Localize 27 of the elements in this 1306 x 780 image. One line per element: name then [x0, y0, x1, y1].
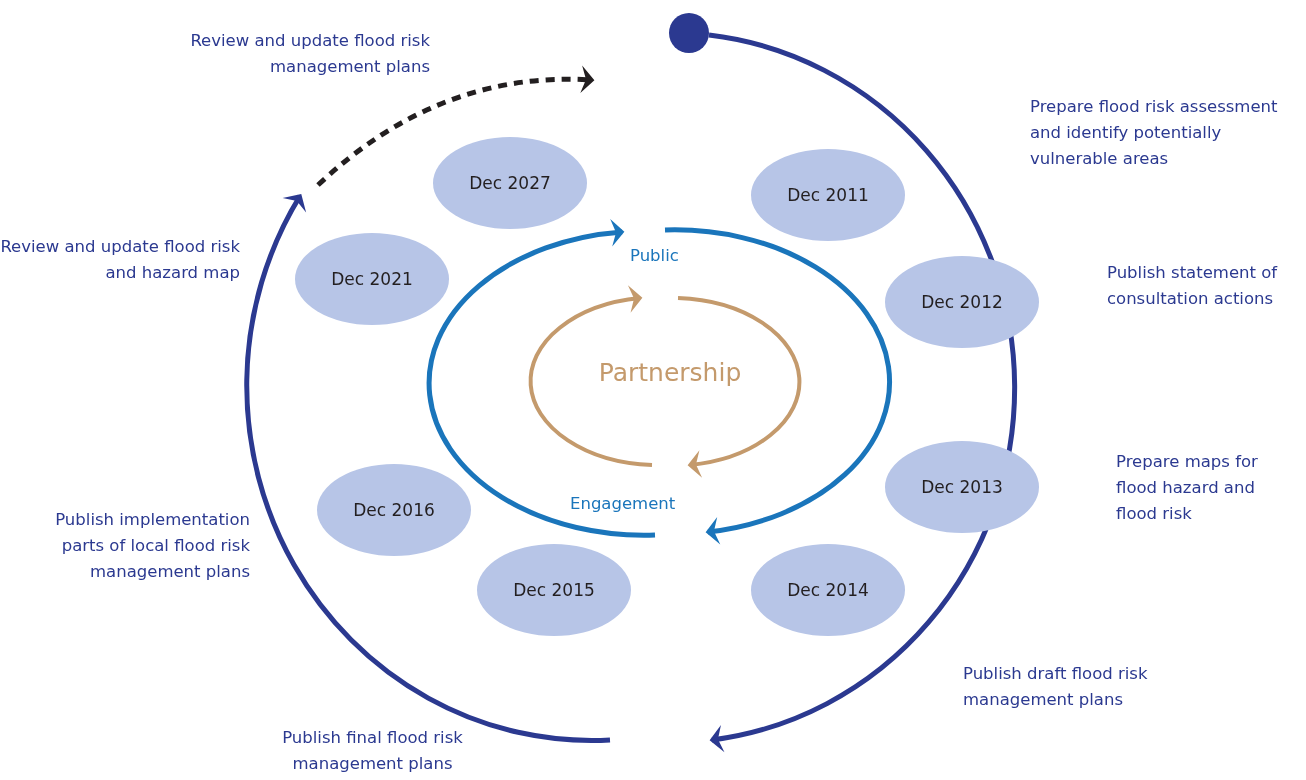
date-ellipse	[884, 255, 1040, 349]
date-ellipse	[432, 136, 588, 230]
date-ellipse	[750, 148, 906, 242]
date-ellipse	[294, 232, 450, 326]
date-text: Dec 2013	[921, 477, 1003, 497]
step-label: Review and update flood risk management plans	[189, 30, 430, 78]
date-text: Dec 2016	[353, 500, 435, 520]
step-label: Publish final flood risk management plans	[281, 727, 464, 775]
center-label: Partnership	[597, 360, 743, 386]
date-text: Dec 2027	[469, 173, 551, 193]
step-label: Prepare flood risk assessment and identify potentially vulnerable areas	[1030, 96, 1279, 170]
step-label: Publish statement of consultation actions	[1107, 262, 1279, 310]
step-label: Publish implementation parts of local flood risk management plans	[54, 509, 250, 583]
date-text: Dec 2021	[331, 269, 413, 289]
step-label: Prepare maps for flood hazard and flood risk	[1116, 451, 1259, 525]
date-ellipse	[750, 543, 906, 637]
date-text: Dec 2015	[513, 580, 595, 600]
date-ellipse	[316, 463, 472, 557]
date-text: Dec 2014	[787, 580, 869, 600]
date-ellipse	[476, 543, 632, 637]
step-label: Review and update flood risk and hazard map	[0, 236, 240, 284]
ring-label: Public	[630, 245, 680, 267]
ring-label: Engagement	[570, 493, 677, 515]
date-ellipse	[884, 440, 1040, 534]
date-text: Dec 2012	[921, 292, 1003, 312]
step-label: Publish draft flood risk management plans	[963, 663, 1149, 711]
date-text: Dec 2011	[787, 185, 869, 205]
